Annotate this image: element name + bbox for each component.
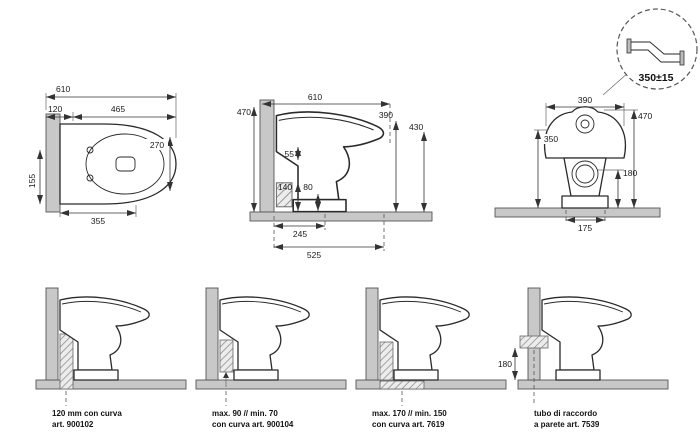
floor-section (35, 379, 187, 390)
drain-hole (115, 156, 136, 172)
installation-3: max. 170 // min. 150 con curva art. 7619 (355, 287, 507, 429)
wall-section (205, 287, 219, 381)
installation-caption-line2: con curva art. 900104 (212, 420, 294, 429)
dim-label-side-245: 245 (293, 229, 307, 239)
dim-label-side-610: 610 (308, 92, 322, 102)
dim-label-front-350: 350 (544, 134, 558, 144)
connector-pipe (630, 41, 681, 55)
dim-label-side-390: 390 (379, 110, 393, 120)
base-plinth (561, 195, 609, 209)
dim-label-front-180: 180 (623, 168, 637, 178)
drain-pipe-horizontal (379, 380, 425, 390)
top-cap-hole (580, 119, 590, 129)
dim-label-plan-120: 120 (48, 104, 62, 114)
pedestal (563, 157, 607, 197)
installation-caption-line2: a parete art. 7539 (534, 420, 600, 429)
dim-label-plan-155: 155 (27, 174, 37, 188)
installation-4: 180 tubo di raccordo a parete art. 7539 (498, 287, 669, 429)
dim-label-side-80: 80 (303, 182, 313, 192)
plan-view: 610 120 465 270 155 355 (27, 84, 177, 226)
toilet-plan-outline (59, 123, 177, 205)
dim-label-plan-465: 465 (111, 104, 125, 114)
installation-2: max. 90 // min. 70 con curva art. 900104 (195, 287, 347, 429)
connector-pipe (630, 49, 681, 63)
floor-section (249, 211, 433, 222)
dim-label-plan-355: 355 (91, 216, 105, 226)
installation-caption-line1: max. 90 // min. 70 (212, 409, 278, 418)
dim-label-side-470: 470 (237, 107, 251, 117)
top-cap (575, 114, 595, 134)
dim-label-side-140: 140 (278, 182, 292, 192)
dim-label-front-390: 390 (578, 95, 592, 105)
installation-caption-line1: tubo di raccordo (534, 409, 597, 418)
wall-section (259, 99, 275, 213)
toilet-front-outline (544, 106, 626, 159)
front-view: 390 470 350 180 175 (494, 95, 661, 233)
outlet-pipe (275, 182, 293, 208)
pipe-end-cap (679, 50, 685, 66)
dim-label-install-180: 180 (498, 359, 512, 369)
dim-label-front-175: 175 (578, 223, 592, 233)
trap-circle-inner (575, 164, 595, 184)
drain-pipe-vertical (59, 333, 74, 390)
hinge-hole (86, 146, 94, 154)
drain-pipe-vertical (219, 339, 234, 373)
installation-caption-line1: 120 mm con curva (52, 409, 122, 418)
pipe-end-cap (626, 38, 632, 54)
balloon-circle (616, 8, 698, 90)
detail-balloon: 350±15 (602, 8, 698, 96)
installation-caption-line1: max. 170 // min. 150 (372, 409, 447, 418)
dim-label-detail-350: 350±15 (639, 72, 674, 84)
dim-label-side-430: 430 (409, 122, 423, 132)
floor-section (494, 207, 661, 218)
installation-1: 120 mm con curva art. 900102 (35, 287, 187, 429)
floor-section (355, 379, 507, 390)
wall-section (45, 113, 61, 213)
installation-caption-line2: art. 900102 (52, 420, 94, 429)
dim-label-plan-610: 610 (56, 84, 70, 94)
installation-caption-line2: con curva art. 7619 (372, 420, 445, 429)
dim-label-side-525: 525 (307, 250, 321, 260)
dim-label-side-55: 55 (285, 149, 295, 159)
dim-label-plan-270: 270 (150, 140, 164, 150)
hinge-hole (86, 174, 94, 182)
toilet-side-profile (541, 296, 632, 381)
adjustment-arrow (223, 372, 229, 378)
wall-section (365, 287, 379, 381)
seat-opening (85, 133, 165, 195)
side-view: 610 470 390 430 55 140 80 245 525 (237, 92, 433, 260)
floor-section (195, 379, 347, 390)
wall-connection-pipe (519, 335, 549, 349)
wall-section (45, 287, 59, 381)
drain-pipe-vertical (379, 341, 394, 381)
floor-section (517, 379, 669, 390)
dim-label-front-470: 470 (638, 111, 652, 121)
trap-circle (571, 160, 599, 188)
